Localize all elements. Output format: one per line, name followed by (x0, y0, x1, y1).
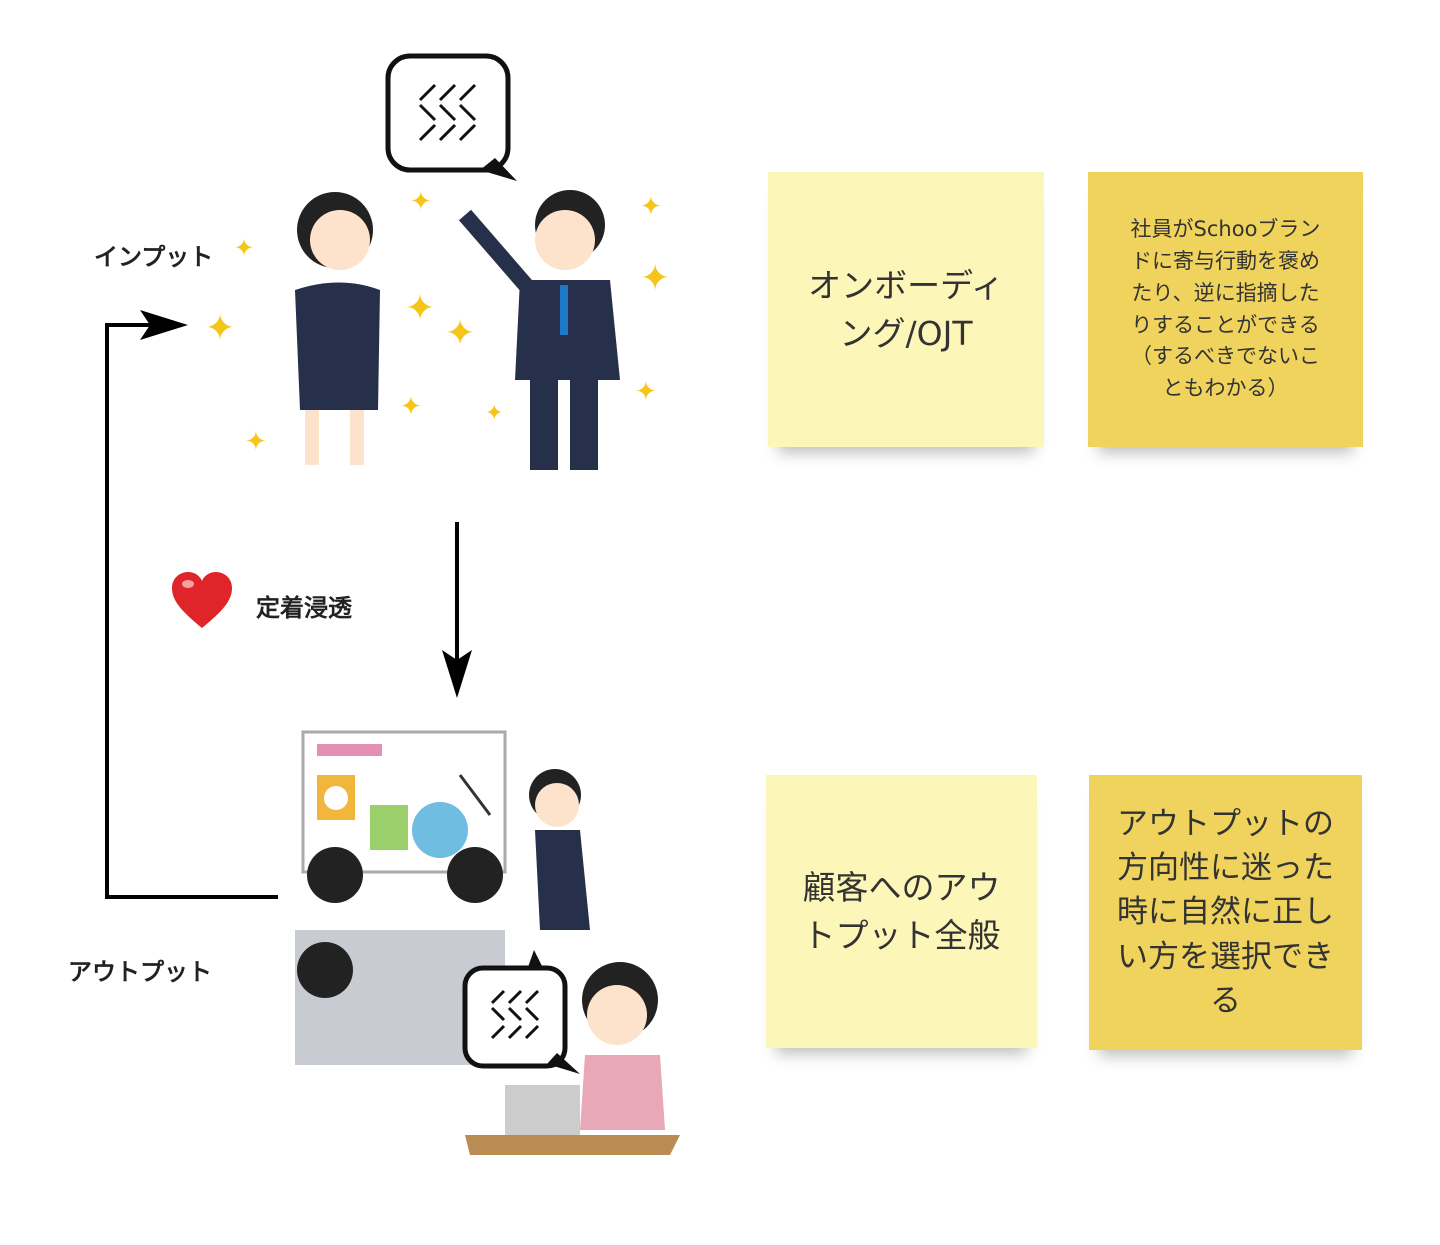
note-text: オンボーディ ング/OJT (808, 265, 1004, 353)
input-label: インプット (94, 243, 214, 271)
svg-text:✦: ✦ (405, 288, 435, 329)
svg-text:✦: ✦ (635, 377, 657, 407)
fixation-label: 定着浸透 (256, 594, 352, 622)
down-arrowhead (442, 650, 472, 698)
svg-text:✦: ✦ (205, 308, 235, 349)
star-icon: ✦ (234, 234, 255, 262)
sticky-note-brand-behavior[interactable]: 社員がSchooブラン ドに寄与行動を褒め たり、逆に指摘した りすることができ… (1088, 172, 1363, 447)
svg-text:✦: ✦ (445, 313, 475, 354)
svg-text:✦: ✦ (245, 427, 267, 457)
sticky-note-output-direction[interactable]: アウトプットの 方向性に迷った 時に自然に正し い方を選択でき る (1089, 775, 1362, 1050)
note-text: 顧客へのアウ トプット全般 (802, 867, 1001, 955)
speech-bubble-logo-bottom (462, 948, 582, 1082)
speech-bubble-logo-top (385, 53, 520, 187)
note-text: 社員がSchooブラン ドに寄与行動を褒め たり、逆に指摘した りすることができ… (1130, 216, 1321, 401)
feedback-arrow (105, 323, 278, 899)
sticky-note-onboarding[interactable]: オンボーディ ング/OJT (768, 172, 1044, 447)
svg-text:✦: ✦ (485, 401, 503, 426)
input-illustration: ✦✦ ✦✦✦ ✦✦✦ ✦✦ (200, 180, 680, 474)
note-text: アウトプットの 方向性に迷った 時に自然に正し い方を選択でき る (1117, 806, 1334, 1019)
svg-text:✦: ✦ (640, 192, 662, 222)
svg-text:✦: ✦ (400, 392, 422, 422)
output-label: アウトプット (68, 958, 212, 986)
sticky-note-customer-output[interactable]: 顧客へのアウ トプット全般 (766, 775, 1037, 1048)
feedback-arrowhead (140, 310, 188, 340)
svg-text:✦: ✦ (410, 187, 432, 217)
heart-icon (170, 568, 234, 636)
svg-text:✦: ✦ (640, 258, 670, 299)
